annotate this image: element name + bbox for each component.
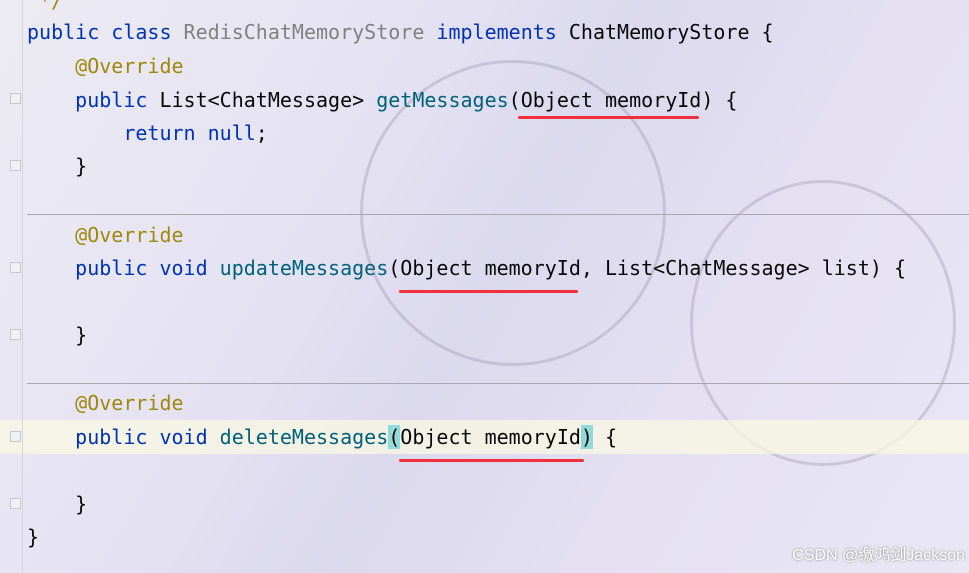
code-line[interactable]: public void deleteMessages(Object memory… bbox=[27, 422, 617, 452]
code-token: ; bbox=[255, 121, 268, 145]
code-token: public void bbox=[27, 425, 220, 449]
code-line[interactable]: public void updateMessages(Object memory… bbox=[27, 253, 906, 283]
code-token: } bbox=[27, 323, 88, 347]
current-line-highlight bbox=[0, 420, 969, 454]
fold-icon[interactable] bbox=[10, 431, 21, 442]
code-token: List<ChatMessage> bbox=[159, 88, 377, 112]
code-token: public class bbox=[27, 20, 184, 44]
code-token: } bbox=[27, 154, 88, 178]
code-token: @Override bbox=[27, 391, 184, 415]
watermark: CSDN @缴鸿剑Jackson bbox=[792, 547, 965, 564]
code-line[interactable]: } bbox=[27, 522, 39, 552]
code-line[interactable]: public class RedisChatMemoryStore implem… bbox=[27, 17, 774, 47]
code-line[interactable]: } bbox=[27, 320, 87, 350]
code-token: */ bbox=[27, 0, 64, 13]
code-token: Object memoryId bbox=[400, 425, 581, 449]
method-separator bbox=[27, 383, 969, 384]
background-art bbox=[360, 60, 666, 366]
fold-icon[interactable] bbox=[10, 498, 21, 509]
code-token: deleteMessages bbox=[219, 425, 389, 449]
code-token: ChatMemoryStore { bbox=[568, 20, 774, 44]
code-token: public void bbox=[27, 256, 220, 280]
code-token: updateMessages bbox=[219, 256, 389, 280]
code-line[interactable]: public List<ChatMessage> getMessages(Obj… bbox=[27, 85, 737, 115]
code-line[interactable]: */ bbox=[27, 0, 63, 16]
code-token: @Override bbox=[27, 54, 184, 78]
fold-icon[interactable] bbox=[10, 160, 21, 171]
code-token: } bbox=[27, 525, 40, 549]
fold-icon[interactable] bbox=[10, 329, 21, 340]
code-token: getMessages bbox=[376, 88, 509, 112]
code-token: return null bbox=[27, 121, 256, 145]
code-token: { bbox=[592, 425, 618, 449]
code-token: RedisChatMemoryStore bbox=[183, 20, 437, 44]
gutter bbox=[0, 0, 24, 573]
code-token: ( bbox=[388, 425, 401, 449]
code-line[interactable]: } bbox=[27, 489, 87, 519]
code-line[interactable]: } bbox=[27, 151, 87, 181]
code-token: @Override bbox=[27, 223, 184, 247]
background-art bbox=[690, 180, 956, 466]
code-token: (Object memoryId) { bbox=[508, 88, 738, 112]
code-line[interactable]: @Override bbox=[27, 388, 184, 418]
code-line[interactable]: @Override bbox=[27, 220, 184, 250]
code-token: implements bbox=[436, 20, 569, 44]
code-token: } bbox=[27, 492, 88, 516]
code-line[interactable]: @Override bbox=[27, 51, 184, 81]
red-underline-annotation bbox=[518, 116, 699, 119]
code-token: ) bbox=[580, 425, 593, 449]
code-line[interactable]: return null; bbox=[27, 118, 268, 148]
red-underline-annotation bbox=[399, 459, 584, 462]
code-token: (Object memoryId, List<ChatMessage> list… bbox=[388, 256, 906, 280]
fold-icon[interactable] bbox=[10, 262, 21, 273]
method-separator bbox=[27, 214, 969, 215]
code-token: public bbox=[27, 88, 160, 112]
fold-icon[interactable] bbox=[10, 93, 21, 104]
red-underline-annotation bbox=[399, 290, 578, 293]
